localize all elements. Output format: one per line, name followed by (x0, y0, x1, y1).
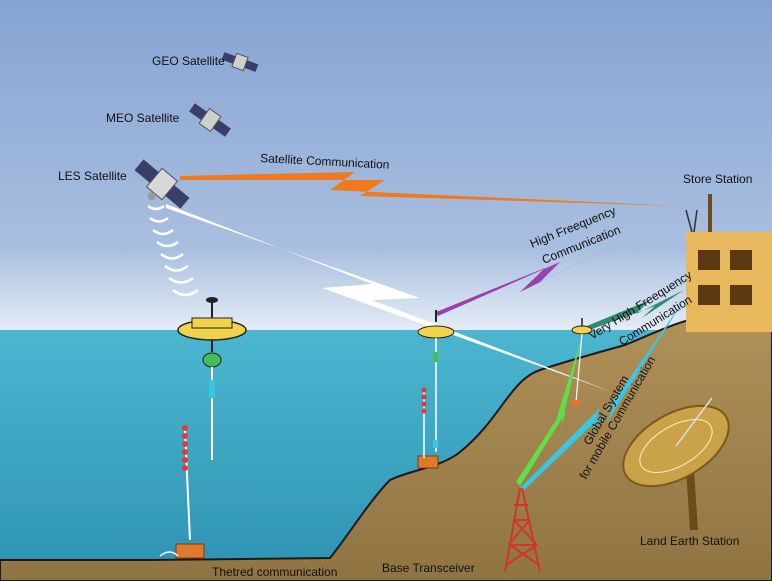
surface-buoy-left (177, 297, 247, 460)
label-geo-satellite: GEO Satellite (152, 54, 225, 68)
surface-buoy-right (571, 318, 593, 406)
base-transceiver-tower (504, 487, 541, 573)
label-meo-satellite: MEO Satellite (106, 111, 180, 125)
label-land-earth-station: Land Earth Station (640, 534, 739, 548)
label-base-transceiver: Base Transceiver (382, 561, 475, 575)
signal-waves (147, 204, 199, 297)
high-frequency-link (436, 218, 670, 316)
les-satellite-icon (134, 159, 190, 209)
label-store-station: Store Station (683, 172, 752, 186)
sky (0, 0, 772, 332)
label-tethered-communication: Thetred communication (212, 565, 337, 579)
satellite-dish-icon (622, 397, 730, 531)
surface-buoy-middle (417, 310, 455, 469)
store-station-building (685, 194, 772, 332)
mooring-chain-left (159, 425, 205, 559)
geo-satellite-icon (221, 52, 259, 72)
very-high-frequency-link (582, 290, 684, 332)
mooring-chain-middle (421, 387, 427, 458)
les-white-link (166, 204, 612, 392)
label-satellite-communication: Satellite Communication (260, 151, 390, 172)
satellite-communication-link (180, 172, 680, 206)
label-les-satellite: LES Satellite (58, 169, 127, 183)
meo-satellite-icon (189, 103, 231, 137)
